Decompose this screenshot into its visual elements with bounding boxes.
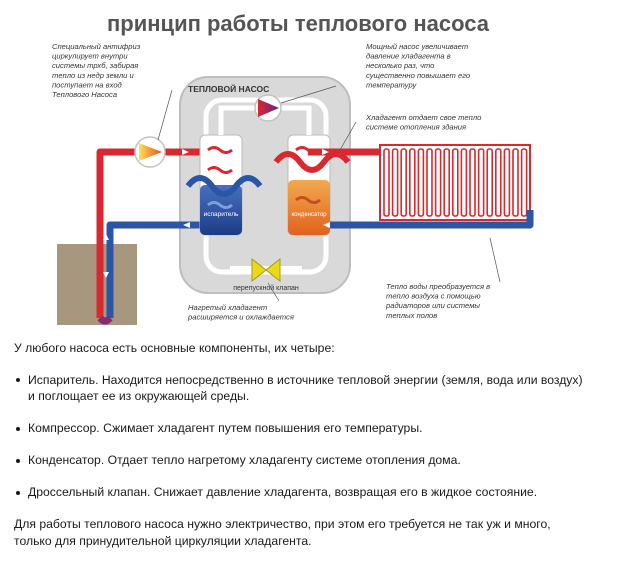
annotation-line: Тепло воды преобразуется в xyxy=(386,282,490,291)
list-item: Конденсатор. Отдает тепло нагретому хлад… xyxy=(14,452,626,469)
article-text: У любого насоса есть основные компоненты… xyxy=(14,340,626,549)
arrow-left-2 xyxy=(323,222,330,228)
annotation-line: Хладагент отдает свое тепло xyxy=(365,113,481,122)
radiator-fin xyxy=(460,148,468,217)
arrow-right xyxy=(182,149,189,155)
compressor-pump-icon xyxy=(258,99,279,117)
evaporator-coil xyxy=(185,175,263,197)
arrow-left xyxy=(183,222,190,228)
annotation-line: циркулирует внутри xyxy=(52,52,128,61)
radiator-fin xyxy=(512,148,519,217)
annotation-line: давление хладагента в xyxy=(366,52,451,61)
radiator-fin xyxy=(434,148,442,217)
radiator-fin xyxy=(417,148,425,217)
radiator-fin xyxy=(443,148,451,217)
list-item: Испаритель. Находится непосредственно в … xyxy=(14,372,626,405)
evaporator: испаритель xyxy=(199,134,243,236)
radiator-fin xyxy=(520,148,528,217)
radiator-fin xyxy=(477,148,485,217)
radiator-fin xyxy=(486,148,494,217)
annotation-line: теплых полов xyxy=(386,311,437,320)
radiator-fin xyxy=(469,148,476,217)
annotation-line: Теплового Насоса xyxy=(52,90,117,99)
annotation-line: системы трхб, забирая xyxy=(52,61,138,70)
radiator xyxy=(379,144,531,221)
expansion-valve xyxy=(251,257,281,283)
annotation-line: радиаторов или системы xyxy=(385,301,480,310)
radiator-fin xyxy=(408,148,416,217)
list-item: Дроссельный клапан. Снижает давление хла… xyxy=(14,484,626,501)
ground-loop-cold-pipe xyxy=(106,221,200,318)
radiator-fin xyxy=(391,148,399,217)
condenser-label: конденсатор xyxy=(291,212,327,218)
annotation-line: расширяется и охлаждается xyxy=(187,313,294,322)
annotation-line: температуру xyxy=(366,80,417,89)
ground-loop-connection xyxy=(97,315,113,325)
annotation-line: Нагретый хладагент xyxy=(188,303,267,312)
radiator-fin xyxy=(400,148,408,217)
annotation-line: Мощный насос увеличивает xyxy=(366,42,468,51)
annotation-line: несколько раз, что xyxy=(366,61,434,70)
radiator-fin xyxy=(383,148,390,217)
components-list: Испаритель. Находится непосредственно в … xyxy=(14,372,626,501)
ground-loop-hot-pipe xyxy=(96,148,135,318)
valve-label: перепускной клапан xyxy=(233,284,299,292)
list-item: Компрессор. Сжимает хладагент путем повы… xyxy=(14,420,626,437)
radiator-fin xyxy=(451,148,459,217)
radiator-fin xyxy=(503,148,511,217)
arrow-down xyxy=(103,272,109,278)
ground-loop-pump-icon xyxy=(139,143,162,161)
annotation-line: поступает на вход xyxy=(52,80,122,89)
evaporator-label: испаритель xyxy=(204,211,239,218)
annotation-line: Специальный антифриз xyxy=(52,42,141,51)
leader-lines xyxy=(157,85,501,302)
intro-text: У любого насоса есть основные компоненты… xyxy=(14,341,335,355)
radiator-fin xyxy=(494,148,502,217)
heat-pump-box-label: ТЕПЛОВОЙ НАСОС xyxy=(188,83,269,94)
annotation-line: тепло из недр земли и xyxy=(52,71,134,80)
arrow-right-2 xyxy=(322,149,329,155)
annotation-line: существенно повышает его xyxy=(366,71,470,80)
arrow-up xyxy=(103,234,109,240)
radiator-fin xyxy=(426,148,433,217)
heating-loop-cold-pipe xyxy=(330,210,534,229)
diagram-title: принцип работы теплового насоса xyxy=(107,11,490,36)
heat-pump-diagram: принцип работы теплового насоса ТЕПЛОВОЙ… xyxy=(52,11,534,325)
outro-text: Для работы теплового насоса нужно электр… xyxy=(14,517,551,548)
annotation-line: системе отопления здания xyxy=(366,123,466,132)
annotation-line: тепло воздуха с помощью xyxy=(386,292,481,301)
